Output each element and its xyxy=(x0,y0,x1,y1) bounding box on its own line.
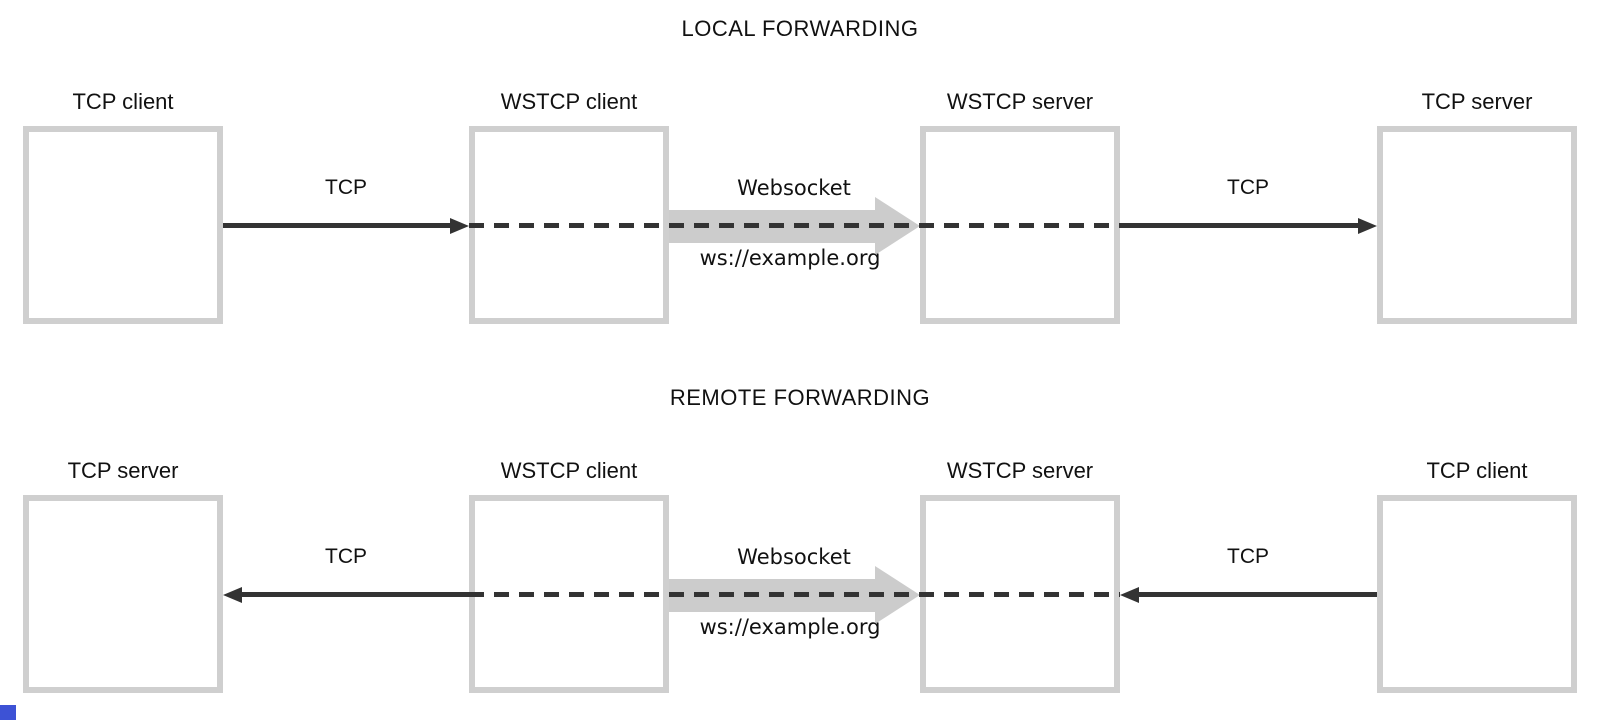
tcp-connection-line-right xyxy=(1139,592,1377,597)
edge-label-tcp-left: TCP xyxy=(325,176,367,199)
edge-label-websocket: Websocket xyxy=(737,176,851,200)
arrowhead-right-icon xyxy=(450,218,469,234)
tunneled-connection-dashed-line xyxy=(469,223,1120,228)
edge-label-tcp-left: TCP xyxy=(325,545,367,568)
node-label-tcp-client: TCP client xyxy=(72,89,174,114)
section-title: REMOTE FORWARDING xyxy=(669,385,931,410)
tcp-connection-line-left xyxy=(223,223,450,228)
tcp-connection-line-right xyxy=(1120,223,1358,228)
node-box-tcp-server xyxy=(1377,126,1577,324)
arrowhead-left-icon xyxy=(223,587,242,603)
section-title: LOCAL FORWARDING xyxy=(681,16,919,41)
node-label-tcp-server: TCP server xyxy=(67,458,179,483)
node-box-tcp-client xyxy=(23,126,223,324)
arrowhead-left-icon xyxy=(1120,587,1139,603)
node-box-tcp-client xyxy=(1377,495,1577,693)
node-label-wstcp-server: WSTCP server xyxy=(946,458,1094,483)
corner-artifact xyxy=(0,705,16,720)
node-label-wstcp-client: WSTCP client xyxy=(500,89,638,114)
websocket-url-label: ws://example.org xyxy=(699,615,881,639)
local-forwarding-section: LOCAL FORWARDING TCP client WSTCP client… xyxy=(0,0,1600,351)
edge-label-tcp-right: TCP xyxy=(1227,545,1269,568)
edge-label-websocket: Websocket xyxy=(737,545,851,569)
node-label-wstcp-client: WSTCP client xyxy=(500,458,638,483)
node-label-wstcp-server: WSTCP server xyxy=(946,89,1094,114)
arrowhead-right-icon xyxy=(1358,218,1377,234)
remote-forwarding-section: REMOTE FORWARDING TCP server WSTCP clien… xyxy=(0,369,1600,720)
node-label-tcp-server: TCP server xyxy=(1421,89,1533,114)
tcp-connection-line-left xyxy=(242,592,469,597)
websocket-url-label: ws://example.org xyxy=(699,246,881,270)
node-label-tcp-client: TCP client xyxy=(1426,458,1528,483)
tunneled-connection-dashed-line xyxy=(469,592,1120,597)
node-box-tcp-server xyxy=(23,495,223,693)
edge-label-tcp-right: TCP xyxy=(1227,176,1269,199)
